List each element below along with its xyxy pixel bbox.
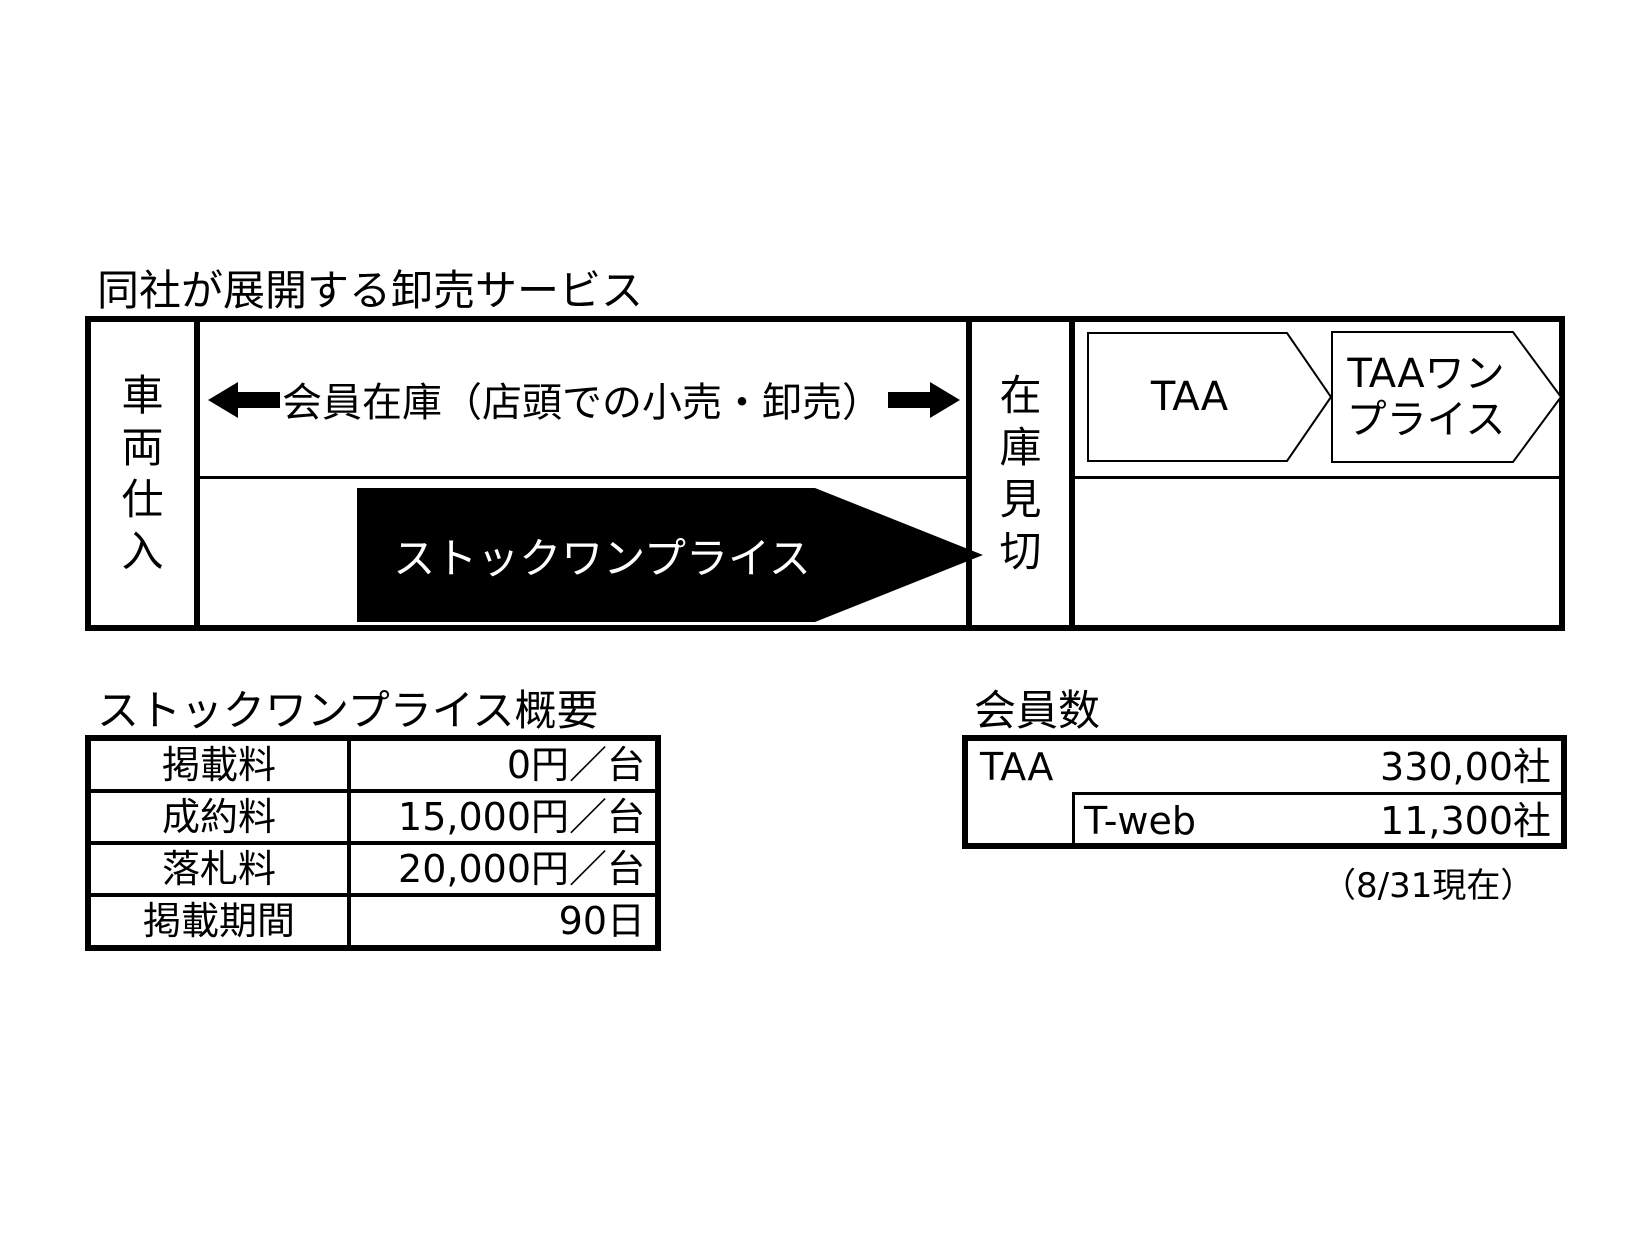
table-row: 掲載期間 90日 <box>86 893 660 950</box>
divider-row-left <box>200 476 966 479</box>
vehicle-char-4: 入 <box>121 526 164 576</box>
divider-inventory-left <box>966 322 972 625</box>
taa-label: TAA <box>1150 374 1229 420</box>
members-as-of-note: （8/31現在） <box>1322 866 1535 906</box>
taa-one-price-shape <box>1331 331 1563 463</box>
taa-one-price-line1: TAAワン <box>1347 351 1505 397</box>
overview-value: 0円／台 <box>347 736 660 793</box>
vehicle-purchase-label: 車 両 仕 入 <box>91 322 194 625</box>
overview-label: 掲載期間 <box>86 893 351 950</box>
table-row: 成約料 15,000円／台 <box>86 789 660 845</box>
members-tweb-label: T-web <box>1084 799 1197 843</box>
overview-value: 20,000円／台 <box>347 841 660 897</box>
member-stock-arrow <box>208 382 960 418</box>
arrow-left-head <box>208 382 280 418</box>
members-col-divider <box>1072 792 1075 843</box>
overview-label: 落札料 <box>86 841 351 897</box>
inventory-clearance-label: 在 庫 見 切 <box>972 322 1069 625</box>
members-title: 会員数 <box>974 686 1101 735</box>
table-row: 落札料 20,000円／台 <box>86 841 660 897</box>
stock-one-price-label: ストックワンプライス <box>393 533 811 583</box>
vehicle-char-3: 仕 <box>121 474 164 524</box>
inventory-char-2: 庫 <box>999 422 1042 472</box>
overview-table: 掲載料 0円／台 成約料 15,000円／台 落札料 20,000円／台 掲載期… <box>85 735 661 951</box>
members-table: TAA 330,00社 T-web 11,300社 <box>962 735 1567 849</box>
vehicle-char-1: 車 <box>121 370 164 420</box>
overview-title: ストックワンプライス概要 <box>97 686 599 735</box>
divider-inventory-right <box>1069 322 1075 625</box>
members-row-divider <box>1072 792 1561 795</box>
inventory-char-4: 切 <box>999 526 1042 576</box>
stock-one-price-shape <box>357 488 983 622</box>
vehicle-char-2: 両 <box>121 422 164 472</box>
inventory-char-1: 在 <box>999 370 1042 420</box>
taa-one-price-label: TAAワン プライス <box>1331 331 1521 463</box>
overview-label: 掲載料 <box>86 736 351 793</box>
overview-label: 成約料 <box>86 789 351 845</box>
table-row: 掲載料 0円／台 <box>86 736 660 793</box>
divider-row-right <box>1075 476 1559 479</box>
services-title: 同社が展開する卸売サービス <box>97 266 644 315</box>
members-taa-label: TAA <box>980 745 1054 789</box>
members-taa-value: 330,00社 <box>1380 745 1551 789</box>
members-tweb-value: 11,300社 <box>1380 799 1551 843</box>
taa-one-price-line2: プライス <box>1346 397 1506 443</box>
divider-vehicle <box>194 322 200 625</box>
overview-value: 15,000円／台 <box>347 789 660 845</box>
arrow-right-head <box>888 382 960 418</box>
member-stock-label: 会員在庫（店頭での小売・卸売） <box>282 380 882 426</box>
taa-shape <box>1087 332 1333 462</box>
overview-value: 90日 <box>347 893 660 950</box>
inventory-char-3: 見 <box>999 474 1042 524</box>
services-diagram: 車 両 仕 入 在 庫 見 切 会員在庫（店頭での小売・卸売） ストックワンプラ… <box>85 316 1565 631</box>
